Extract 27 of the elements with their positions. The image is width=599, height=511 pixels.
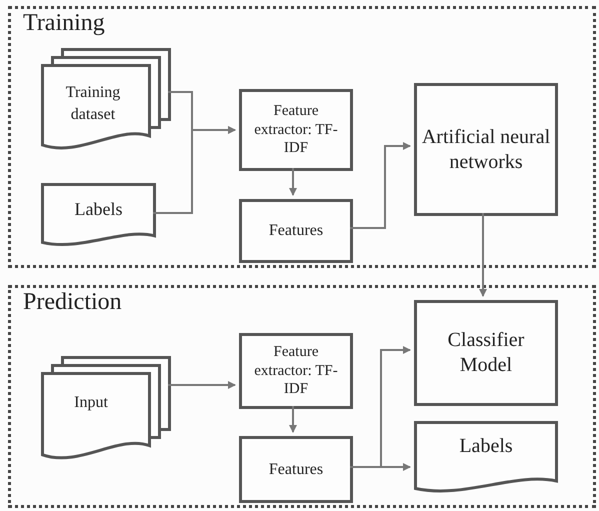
arrow — [289, 168, 297, 196]
process-box — [239, 436, 353, 503]
document-label: Labels — [458, 434, 514, 459]
arrow — [479, 213, 487, 297]
dotted-panel — [8, 285, 596, 508]
process-box — [239, 199, 353, 263]
process-box — [239, 333, 353, 409]
box-label: Classifier Model — [446, 328, 526, 378]
process-box — [414, 300, 558, 406]
document-shape — [41, 183, 156, 249]
process-box — [414, 83, 558, 216]
arrow — [168, 381, 236, 389]
dotted-panel — [8, 6, 596, 268]
process-box — [239, 89, 353, 171]
document-label: Training dataset — [64, 83, 122, 125]
document-label: Input — [73, 393, 109, 413]
panel-title: Training — [23, 11, 105, 35]
arrow — [289, 406, 297, 433]
box-label: Feature extractor: TF-IDF — [253, 102, 339, 158]
arrow — [350, 142, 411, 229]
box-label: Features — [268, 221, 324, 241]
box-label: Artificial neural networks — [421, 124, 551, 174]
box-label: Feature extractor: TF-IDF — [253, 342, 339, 400]
box-label: Features — [268, 460, 324, 480]
arrow — [153, 126, 236, 214]
document-label: Labels — [74, 198, 124, 221]
panel-title: Prediction — [23, 290, 122, 314]
